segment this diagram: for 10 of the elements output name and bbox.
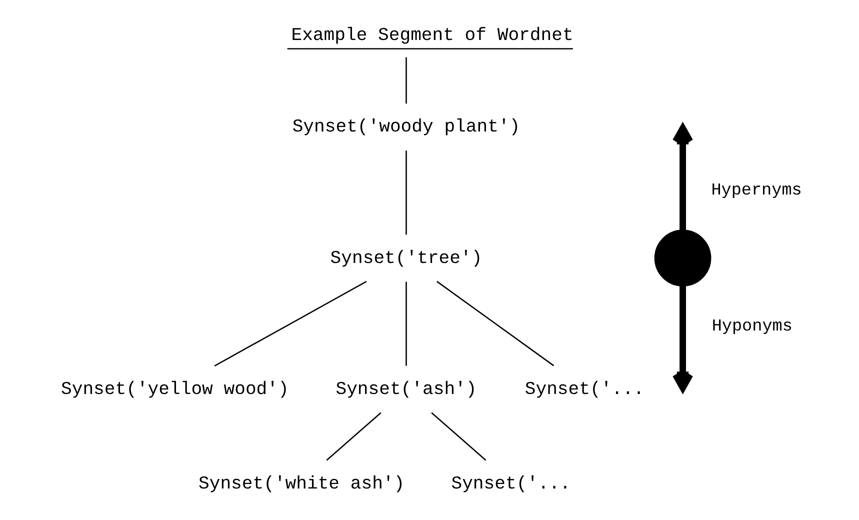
node-text: Synset('yellow wood') xyxy=(61,380,289,400)
node-text: Synset('white ash') xyxy=(198,474,405,494)
node-text: Synset('ash') xyxy=(336,380,477,400)
node-text: Synset('... xyxy=(524,380,644,400)
diagram-title: Example Segment of Wordnet xyxy=(291,26,574,46)
node-text: Synset('woody plant') xyxy=(292,118,520,138)
node-text: Synset('... xyxy=(451,474,571,494)
node-text: Synset('tree') xyxy=(330,248,482,269)
edge-label: Hyponyms xyxy=(712,317,792,336)
edge-label: Hypernyms xyxy=(711,182,802,201)
